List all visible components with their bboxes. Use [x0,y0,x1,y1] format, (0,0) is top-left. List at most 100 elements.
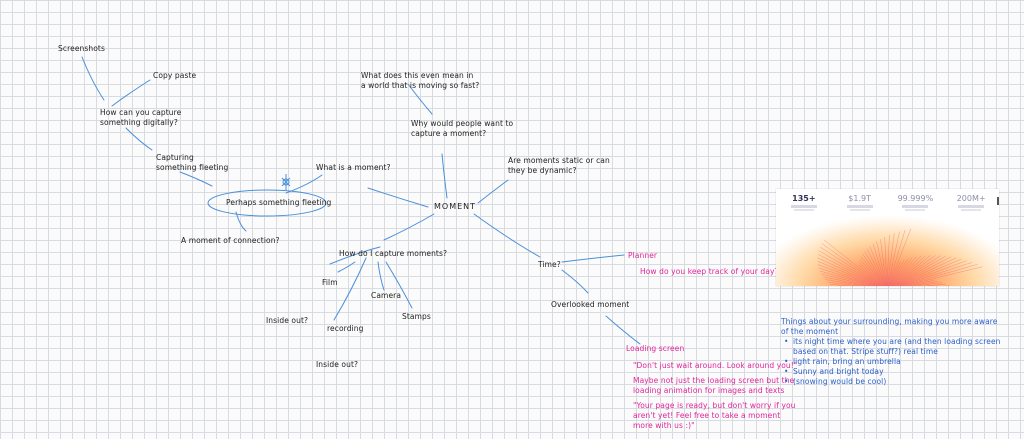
ray [823,239,883,286]
ray [889,259,905,286]
node-screenshots: Screenshots [58,44,105,53]
stat-2: $1.9T [832,189,888,215]
ray [821,243,882,286]
ray [859,259,884,286]
ray [825,279,866,286]
list-item: its night time where you are (and then l… [784,337,1001,347]
node-quote-look-around: "Don't just wait around. Look around you… [633,361,798,370]
stat-1: 135+ [776,189,832,215]
doodle-icon [281,174,291,190]
ray [823,276,869,286]
node-camera: Camera [371,291,402,300]
node-recording: recording [327,324,364,333]
ray [860,256,885,286]
ray [886,235,890,286]
node-inside-out-2: Inside out? [316,360,359,369]
ray [818,250,881,286]
ray [889,257,913,286]
ray [821,273,872,286]
surroundings-title: Things about your surrounding, making yo… [781,317,998,336]
ray [889,258,909,286]
node-how-capture: How do I capture moments? [339,249,448,258]
ray [895,258,962,286]
ray [887,231,900,286]
node-what-is: What is a moment? [316,163,391,172]
ray [817,257,879,286]
ray [890,256,917,286]
list-item-continued: based on that. Stripe stuff?) real time [793,347,938,356]
ray [817,254,880,286]
stats-row: 135+ $1.9T 99.999% 200M+ [776,189,999,215]
ray [894,256,952,286]
ray [902,266,983,286]
sunburst-graphic [776,215,999,286]
stat-3: 99.999% [888,189,944,215]
ray [891,255,931,286]
stat-4: 200M+ [943,189,999,215]
list-item: Sunny and bright today [784,367,1001,377]
node-inside-out-1: Inside out? [266,316,309,325]
ray [892,255,936,286]
ray [866,248,886,286]
ray [869,246,886,286]
ray [893,255,946,286]
scrollbar [997,197,999,205]
surroundings-note: Things about your surrounding, making yo… [781,317,1001,387]
pasted-screenshot-image[interactable]: 135+ $1.9T 99.999% 200M+ [776,189,999,286]
ray [895,257,957,286]
ray [884,237,888,286]
ray [864,251,885,286]
node-stamps: Stamps [402,312,431,321]
node-quote-page-ready: "Your page is ready, but don't worry if … [633,401,796,430]
node-perhaps-fleeting: Perhaps something fleeting [226,198,332,207]
node-maybe-animation: Maybe not just the loading screen but th… [633,376,795,395]
ray [830,284,850,286]
ray [819,270,874,286]
node-capturing-fleeting: Capturing something fleeting [156,153,229,172]
ray [819,246,882,286]
node-planner: Planner [628,251,658,260]
node-capture-digitally: How can you capture something digitally? [100,108,182,127]
ray [892,255,941,286]
list-item: (snowing would be cool) [784,377,1001,387]
ray [900,264,978,286]
surroundings-list: its night time where you are (and then l… [781,337,1001,387]
node-overlooked: Overlooked moment [551,300,630,309]
node-copy-paste: Copy paste [153,71,197,80]
node-track-day: How do you keep track of your day? [640,267,779,276]
ray [887,233,895,286]
ray [908,281,938,286]
ray [888,261,902,286]
ray [818,267,876,286]
node-why-capture: Why would people want to capture a momen… [411,119,514,138]
ray [872,243,887,286]
node-film: Film [322,278,338,287]
ray [887,229,906,286]
ray [914,282,942,286]
node-time: Time? [538,260,561,269]
node-static-dynamic: Are moments static or can they be dynami… [508,156,610,175]
ray [827,281,860,286]
node-connection: A moment of connection? [181,236,280,245]
ray [888,228,912,286]
list-item: light rain, bring an umbrella [784,357,1001,367]
ray [817,264,877,286]
node-what-mean: What does this even mean in a world that… [361,71,480,90]
ray [897,260,968,286]
ray [858,264,883,286]
ray [817,261,879,286]
ray [858,261,884,286]
ray [880,239,887,286]
ray [898,262,973,286]
node-loading-screen: Loading screen [626,344,685,353]
ray [876,241,887,286]
sunburst-rays [817,228,983,286]
ray [905,280,935,286]
ray [890,255,922,286]
ray [862,253,885,286]
node-center-moment: MOMENT [434,202,477,211]
ray [924,283,946,286]
ray [891,255,926,286]
